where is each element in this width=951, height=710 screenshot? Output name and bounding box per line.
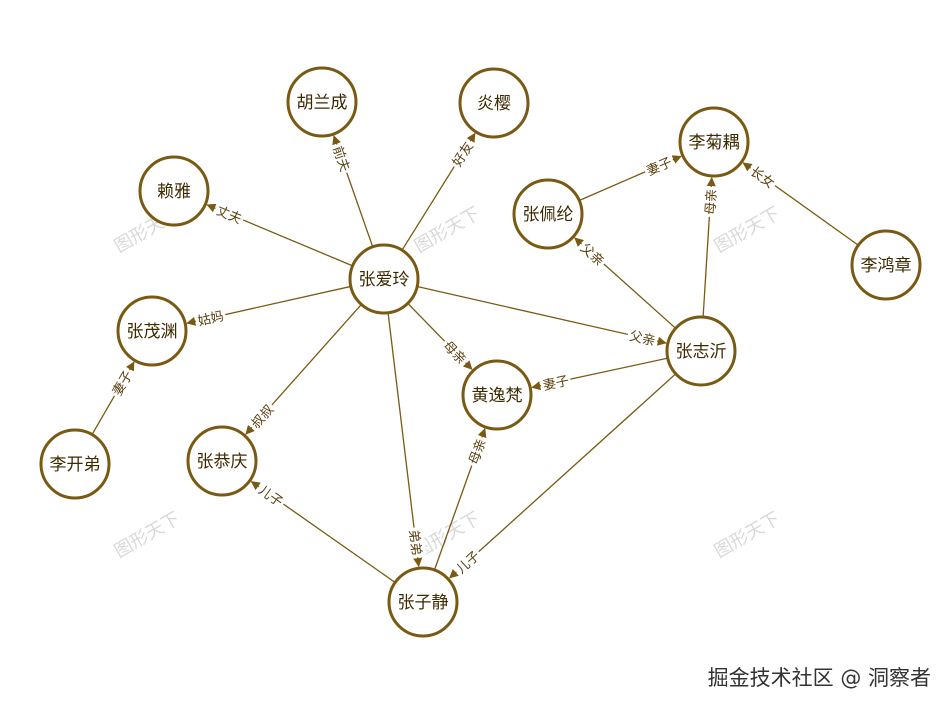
edge-label: 前夫	[329, 144, 353, 174]
edge-zal-hyf: 母亲	[407, 302, 473, 370]
edge-label: 母亲	[703, 189, 720, 216]
node-label: 张爱玲	[359, 270, 410, 290]
node-circle[interactable]	[348, 243, 420, 315]
edge-label: 弟弟	[405, 529, 423, 557]
edge-line	[417, 285, 667, 346]
node-circle[interactable]	[387, 566, 459, 638]
node-circle[interactable]	[39, 428, 111, 500]
edge-zal-yy: 好友	[401, 132, 478, 251]
edge-line	[449, 373, 677, 579]
edge-lkd-zmy: 妻子	[91, 361, 138, 435]
node-lkd[interactable]: 李开弟	[39, 428, 111, 500]
node-zpl[interactable]: 张佩纶	[512, 178, 584, 250]
edge-zzy-zpl: 父亲	[574, 237, 677, 329]
edge-zpl-ljo: 妻子	[578, 151, 682, 202]
watermark-layer: 图形天下图形天下图形天下图形天下图形天下图形天下	[111, 203, 784, 562]
node-label: 赖雅	[157, 182, 191, 202]
node-zzj[interactable]: 张子静	[387, 566, 459, 638]
edge-zzy-hyf: 妻子	[531, 357, 668, 395]
node-circle[interactable]	[186, 425, 258, 497]
node-circle[interactable]	[286, 66, 358, 138]
node-label: 炎樱	[477, 94, 511, 114]
node-label: 李开弟	[50, 455, 101, 475]
edge-label: 姑妈	[197, 309, 226, 329]
node-hlc[interactable]: 胡兰成	[286, 66, 358, 138]
node-label: 黄逸梵	[472, 386, 523, 406]
edge-zal-zzj: 弟弟	[387, 312, 427, 568]
node-circle[interactable]	[138, 155, 210, 227]
edge-zal-ly: 丈夫	[206, 200, 353, 267]
node-label: 张佩纶	[523, 205, 574, 225]
edge-zal-hlc: 前夫	[328, 135, 374, 248]
node-ly[interactable]: 赖雅	[138, 155, 210, 227]
credit-text: 掘金技术社区 @ 洞察者	[707, 666, 931, 690]
edge-label: 母亲	[467, 437, 490, 467]
node-hyf[interactable]: 黄逸梵	[461, 359, 533, 431]
node-circle[interactable]	[458, 67, 530, 139]
node-label: 李菊耦	[689, 133, 740, 153]
edge-zzj-zgq: 儿子	[250, 479, 396, 584]
edge-label: 父亲	[628, 329, 657, 349]
edge-zzy-ljo: 母亲	[700, 177, 721, 318]
node-zmy[interactable]: 张茂渊	[116, 295, 188, 367]
watermark-text: 图形天下	[411, 203, 484, 257]
node-circle[interactable]	[665, 315, 737, 387]
node-label: 张子静	[398, 593, 449, 613]
edge-label: 丈夫	[214, 204, 244, 228]
node-ljo[interactable]: 李菊耦	[678, 106, 750, 178]
watermark-text: 图形天下	[711, 508, 784, 562]
edge-layer: 前夫好友丈夫姑妈叔叔母亲父亲弟弟妻子儿子母亲儿子妻子父亲母亲妻子长女	[91, 132, 859, 584]
node-zgq[interactable]: 张恭庆	[186, 425, 258, 497]
edge-zal-zgq: 叔叔	[245, 303, 362, 435]
edge-zal-zzy: 父亲	[417, 285, 667, 350]
edge-line	[387, 312, 423, 568]
edge-label: 妻子	[645, 155, 675, 179]
watermark-text: 图形天下	[111, 508, 184, 562]
node-yy[interactable]: 炎樱	[458, 67, 530, 139]
watermark-text: 图形天下	[711, 203, 784, 257]
node-circle[interactable]	[678, 106, 750, 178]
node-label: 胡兰成	[297, 93, 348, 113]
edge-label: 妻子	[542, 374, 571, 394]
edge-zal-zmy: 姑妈	[186, 285, 351, 330]
node-label: 李鸿章	[861, 256, 912, 276]
node-zal[interactable]: 张爱玲	[348, 243, 420, 315]
node-lhz[interactable]: 李鸿章	[850, 229, 922, 301]
node-zzy[interactable]: 张志沂	[665, 315, 737, 387]
node-circle[interactable]	[461, 359, 533, 431]
node-circle[interactable]	[512, 178, 584, 250]
node-label: 张志沂	[676, 342, 727, 362]
node-label: 张茂渊	[127, 322, 178, 342]
node-label: 张恭庆	[197, 452, 248, 472]
node-circle[interactable]	[850, 229, 922, 301]
node-circle[interactable]	[116, 295, 188, 367]
